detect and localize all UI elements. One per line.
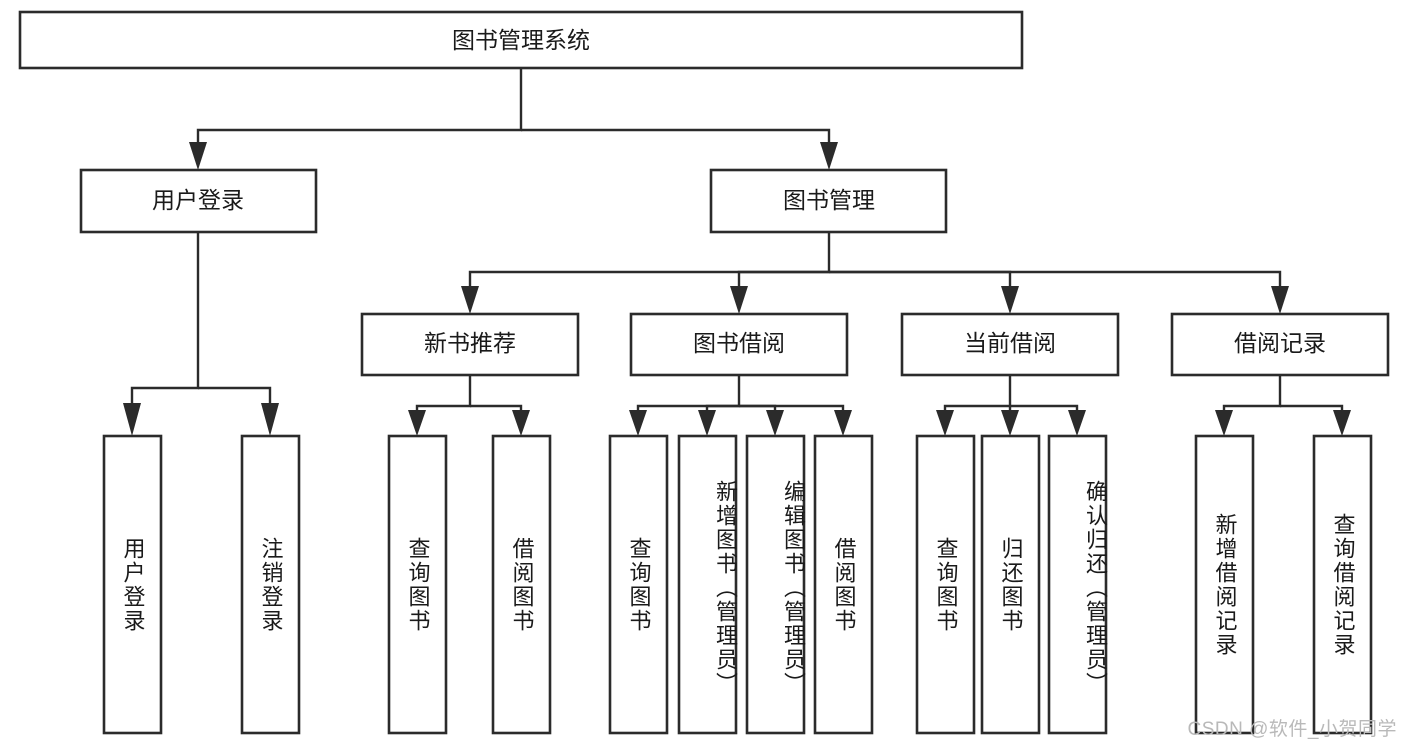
leaf-box-user-login-logout[interactable] xyxy=(240,434,301,735)
leaf-box-borrowrecord-add[interactable] xyxy=(1194,434,1255,735)
node-book-borrow-label: 图书借阅 xyxy=(693,330,785,356)
connector-borrowrecord-to-leaves xyxy=(1215,375,1351,436)
node-book-management[interactable]: 图书管理 xyxy=(709,168,948,234)
connector-root-to-level2 xyxy=(189,68,838,170)
connector-userlogin-to-leaves xyxy=(123,232,279,436)
connector-bookmgmt-to-level3 xyxy=(461,232,1289,314)
leaf-box-newbook-borrow[interactable] xyxy=(491,434,552,735)
leaf-box-bookborrow-edit[interactable] xyxy=(745,434,806,735)
connector-currentborrow-to-leaves xyxy=(936,375,1086,436)
node-root-label: 图书管理系统 xyxy=(452,27,590,53)
connector-newbook-to-leaves xyxy=(408,375,530,436)
node-current-borrow-label: 当前借阅 xyxy=(964,330,1056,356)
node-new-book-recommend[interactable]: 新书推荐 xyxy=(360,312,580,377)
leaf-box-bookborrow-add[interactable] xyxy=(677,434,738,735)
csdn-watermark: CSDN @软件_小贺同学 xyxy=(1187,719,1397,740)
node-book-management-label: 图书管理 xyxy=(783,187,875,213)
leaf-box-newbook-query[interactable] xyxy=(387,434,448,735)
node-user-login[interactable]: 用户登录 xyxy=(79,168,318,234)
node-user-login-label: 用户登录 xyxy=(152,187,244,213)
leaf-box-borrowrecord-query[interactable] xyxy=(1312,434,1373,735)
node-borrow-record[interactable]: 借阅记录 xyxy=(1170,312,1390,377)
node-borrow-record-label: 借阅记录 xyxy=(1234,330,1326,356)
node-current-borrow[interactable]: 当前借阅 xyxy=(900,312,1120,377)
leaf-box-bookborrow-borrow[interactable] xyxy=(813,434,874,735)
leaf-box-user-login-login[interactable] xyxy=(102,434,163,735)
leaf-box-currentborrow-return[interactable] xyxy=(980,434,1041,735)
connector-bookborrow-to-leaves xyxy=(629,375,852,436)
node-root[interactable]: 图书管理系统 xyxy=(18,10,1024,70)
leaf-box-currentborrow-confirm[interactable] xyxy=(1047,434,1108,735)
node-book-borrow[interactable]: 图书借阅 xyxy=(629,312,849,377)
leaf-box-bookborrow-query[interactable] xyxy=(608,434,669,735)
node-new-book-recommend-label: 新书推荐 xyxy=(424,330,516,356)
leaf-box-currentborrow-query[interactable] xyxy=(915,434,976,735)
